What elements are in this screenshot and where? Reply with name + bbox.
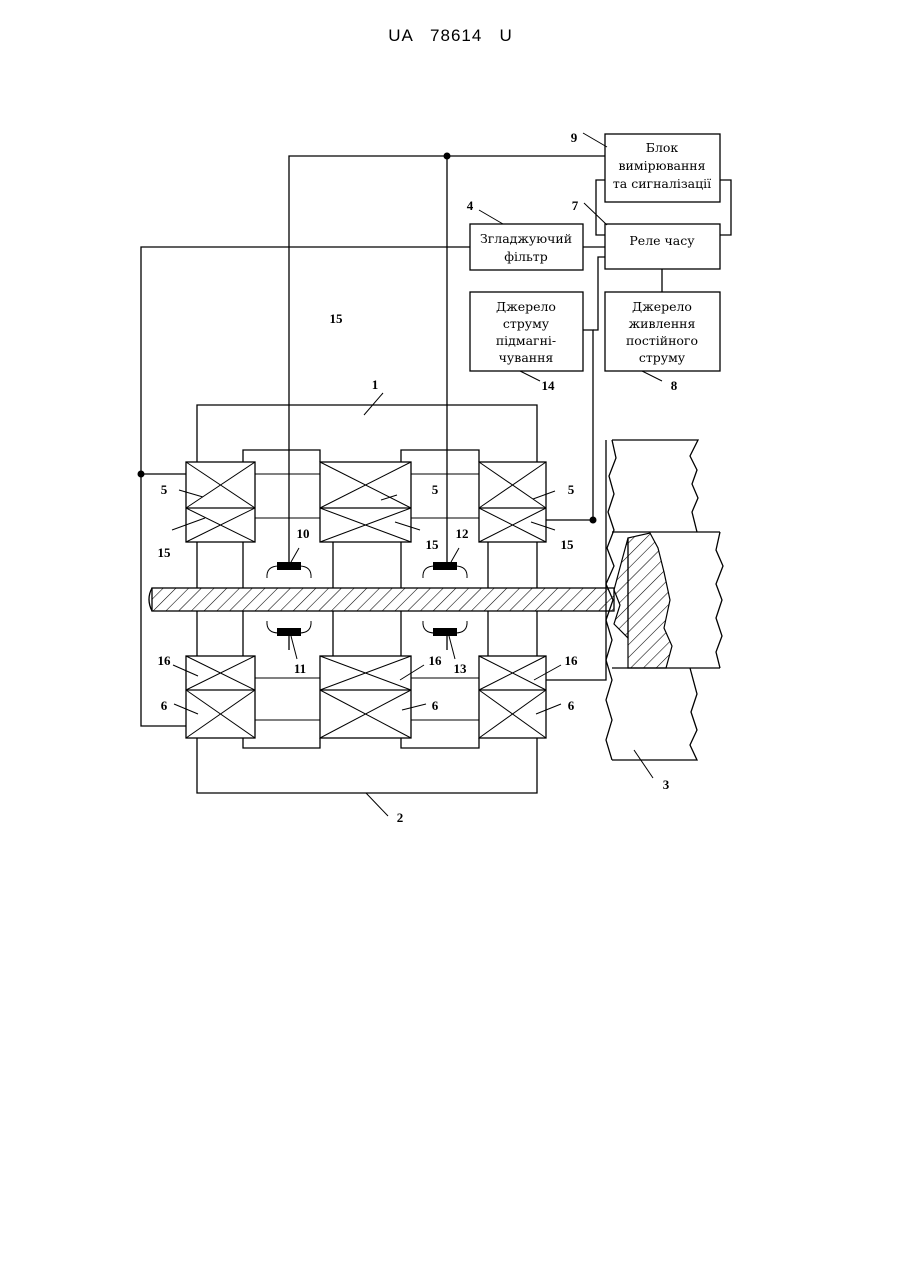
svg-text:живлення: живлення	[629, 316, 696, 331]
label-13: 13	[454, 661, 468, 676]
label-4: 4	[467, 198, 474, 213]
label-9: 9	[571, 130, 578, 145]
lower-coil-right	[479, 656, 546, 738]
svg-text:Реле часу: Реле часу	[629, 233, 695, 248]
label-6-left: 6	[161, 698, 168, 713]
shaft	[149, 588, 614, 611]
label-15-center: 15	[330, 311, 344, 326]
sensor-13	[423, 621, 467, 636]
label-16-middle: 16	[429, 653, 443, 668]
label-15-right: 15	[561, 537, 575, 552]
svg-text:струму: струму	[503, 316, 550, 331]
svg-text:Джерело: Джерело	[496, 299, 556, 314]
label-5-middle: 5	[432, 482, 439, 497]
label-1: 1	[372, 377, 379, 392]
label-7: 7	[572, 198, 579, 213]
label-16-right: 16	[565, 653, 579, 668]
sensor-10	[267, 562, 311, 578]
label-5-right: 5	[568, 482, 575, 497]
block-8-dc-power-source: Джерело живлення постійного струму	[605, 292, 720, 371]
upper-coil-right	[479, 462, 546, 542]
label-14: 14	[542, 378, 556, 393]
sensor-11	[267, 621, 311, 636]
block-4-smoothing-filter: Згладжуючий фільтр	[470, 224, 583, 270]
label-15-middle: 15	[426, 537, 440, 552]
svg-text:Джерело: Джерело	[632, 299, 692, 314]
svg-text:фільтр: фільтр	[504, 249, 547, 264]
label-2: 2	[397, 810, 404, 825]
svg-text:Блок: Блок	[646, 140, 679, 155]
label-5-left: 5	[161, 482, 168, 497]
label-11: 11	[294, 661, 306, 676]
upper-coil-left	[186, 462, 255, 542]
label-12: 12	[456, 526, 469, 541]
svg-text:струму: струму	[639, 350, 686, 365]
svg-text:постійного: постійного	[626, 333, 698, 348]
label-16-left: 16	[158, 653, 172, 668]
label-6-right: 6	[568, 698, 575, 713]
svg-text:чування: чування	[499, 350, 554, 365]
svg-text:вимірювання: вимірювання	[618, 158, 705, 173]
block-14-bias-current-source: Джерело струму підмагні- чування	[470, 292, 583, 371]
svg-text:підмагні-: підмагні-	[496, 333, 556, 348]
block-9-measurement-signaling: Блок вимірювання та сигналізації	[605, 134, 720, 202]
sensor-12	[423, 562, 467, 578]
lower-coil-left	[186, 656, 255, 738]
label-15-left: 15	[158, 545, 172, 560]
label-8: 8	[671, 378, 678, 393]
hull-part	[606, 440, 723, 760]
label-10: 10	[297, 526, 310, 541]
svg-text:та сигналізації: та сигналізації	[613, 176, 711, 191]
label-6-middle: 6	[432, 698, 439, 713]
svg-text:Згладжуючий: Згладжуючий	[480, 231, 572, 246]
label-3: 3	[663, 777, 670, 792]
block-7-time-relay: Реле часу	[605, 224, 720, 269]
lower-coil-middle	[320, 656, 411, 738]
upper-coil-middle	[320, 462, 411, 542]
